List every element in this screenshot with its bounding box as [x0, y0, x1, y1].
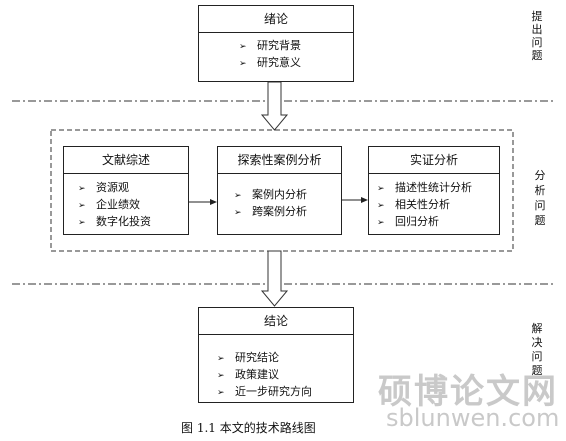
analysis-frame	[50, 129, 514, 252]
empirical-analysis-title: 实证分析	[369, 147, 499, 174]
bullet-icon: ➢	[78, 184, 86, 194]
list-item: ➢ 相关性分析	[377, 197, 472, 214]
literature-review-items: ➢ 资源观 ➢ 企业绩效 ➢ 数字化投资	[78, 180, 151, 231]
empirical-analysis-items: ➢ 描述性统计分析 ➢ 相关性分析 ➢ 回归分析	[377, 180, 472, 231]
item-label: 政策建议	[235, 368, 279, 381]
intro-box-items: ➢ 研究背景 ➢ 研究意义	[239, 38, 301, 72]
list-item: ➢ 企业绩效	[78, 197, 151, 214]
side-label-middle: 分析问题	[534, 169, 546, 227]
watermark-main: 硕博论文网	[378, 372, 558, 412]
bullet-icon: ➢	[217, 354, 225, 364]
figure-caption: 图 1.1 本文的技术路线图	[181, 421, 316, 435]
list-item: ➢ 回归分析	[377, 214, 472, 231]
bullet-icon: ➢	[239, 59, 247, 69]
literature-review-title: 文献综述	[64, 147, 188, 174]
empirical-analysis-box: 实证分析 ➢ 描述性统计分析 ➢ 相关性分析 ➢ 回归分析	[368, 146, 500, 235]
list-item: ➢ 研究背景	[239, 38, 301, 55]
item-label: 企业绩效	[96, 198, 140, 211]
list-item: ➢ 案例内分析	[234, 187, 307, 204]
bullet-icon: ➢	[377, 218, 385, 228]
bullet-icon: ➢	[239, 42, 247, 52]
item-label: 相关性分析	[395, 198, 450, 211]
bullet-icon: ➢	[78, 201, 86, 211]
item-label: 跨案例分析	[252, 205, 307, 218]
side-label-top: 提出问题	[531, 10, 543, 62]
item-label: 数字化投资	[96, 215, 151, 228]
conclusion-box: 结论 ➢ 研究结论 ➢ 政策建议 ➢ 近一步研究方向	[198, 307, 354, 403]
bullet-icon: ➢	[217, 371, 225, 381]
item-label: 近一步研究方向	[235, 385, 312, 398]
bullet-icon: ➢	[377, 184, 385, 194]
case-analysis-title: 探索性案例分析	[218, 147, 341, 174]
bullet-icon: ➢	[234, 191, 242, 201]
item-label: 资源观	[96, 181, 129, 194]
side-label-bottom: 解决问题	[531, 322, 543, 377]
bullet-icon: ➢	[234, 208, 242, 218]
bullet-icon: ➢	[78, 218, 86, 228]
literature-review-box: 文献综述 ➢ 资源观 ➢ 企业绩效 ➢ 数字化投资	[63, 146, 189, 235]
list-item: ➢ 政策建议	[217, 367, 312, 384]
bullet-icon: ➢	[377, 201, 385, 211]
down-arrow-2	[260, 250, 289, 307]
right-arrow-1-head	[210, 199, 217, 205]
list-item: ➢ 研究意义	[239, 55, 301, 72]
item-label: 研究结论	[235, 351, 279, 364]
conclusion-box-title: 结论	[199, 308, 353, 335]
right-arrow-2-head	[361, 197, 368, 203]
item-label: 回归分析	[395, 215, 439, 228]
list-item: ➢ 研究结论	[217, 350, 312, 367]
list-item: ➢ 数字化投资	[78, 214, 151, 231]
bullet-icon: ➢	[217, 388, 225, 398]
list-item: ➢ 近一步研究方向	[217, 384, 312, 401]
intro-box: 绪论 ➢ 研究背景 ➢ 研究意义	[198, 5, 354, 82]
watermark-url: sblunwen.com	[386, 404, 560, 432]
list-item: ➢ 资源观	[78, 180, 151, 197]
conclusion-box-items: ➢ 研究结论 ➢ 政策建议 ➢ 近一步研究方向	[217, 350, 312, 401]
item-label: 研究背景	[257, 39, 301, 52]
intro-box-title: 绪论	[199, 6, 353, 33]
item-label: 案例内分析	[252, 188, 307, 201]
item-label: 描述性统计分析	[395, 181, 472, 194]
case-analysis-box: 探索性案例分析 ➢ 案例内分析 ➢ 跨案例分析	[217, 146, 342, 235]
list-item: ➢ 跨案例分析	[234, 204, 307, 221]
down-arrow-1	[260, 81, 289, 131]
case-analysis-items: ➢ 案例内分析 ➢ 跨案例分析	[234, 187, 307, 221]
list-item: ➢ 描述性统计分析	[377, 180, 472, 197]
item-label: 研究意义	[257, 56, 301, 69]
